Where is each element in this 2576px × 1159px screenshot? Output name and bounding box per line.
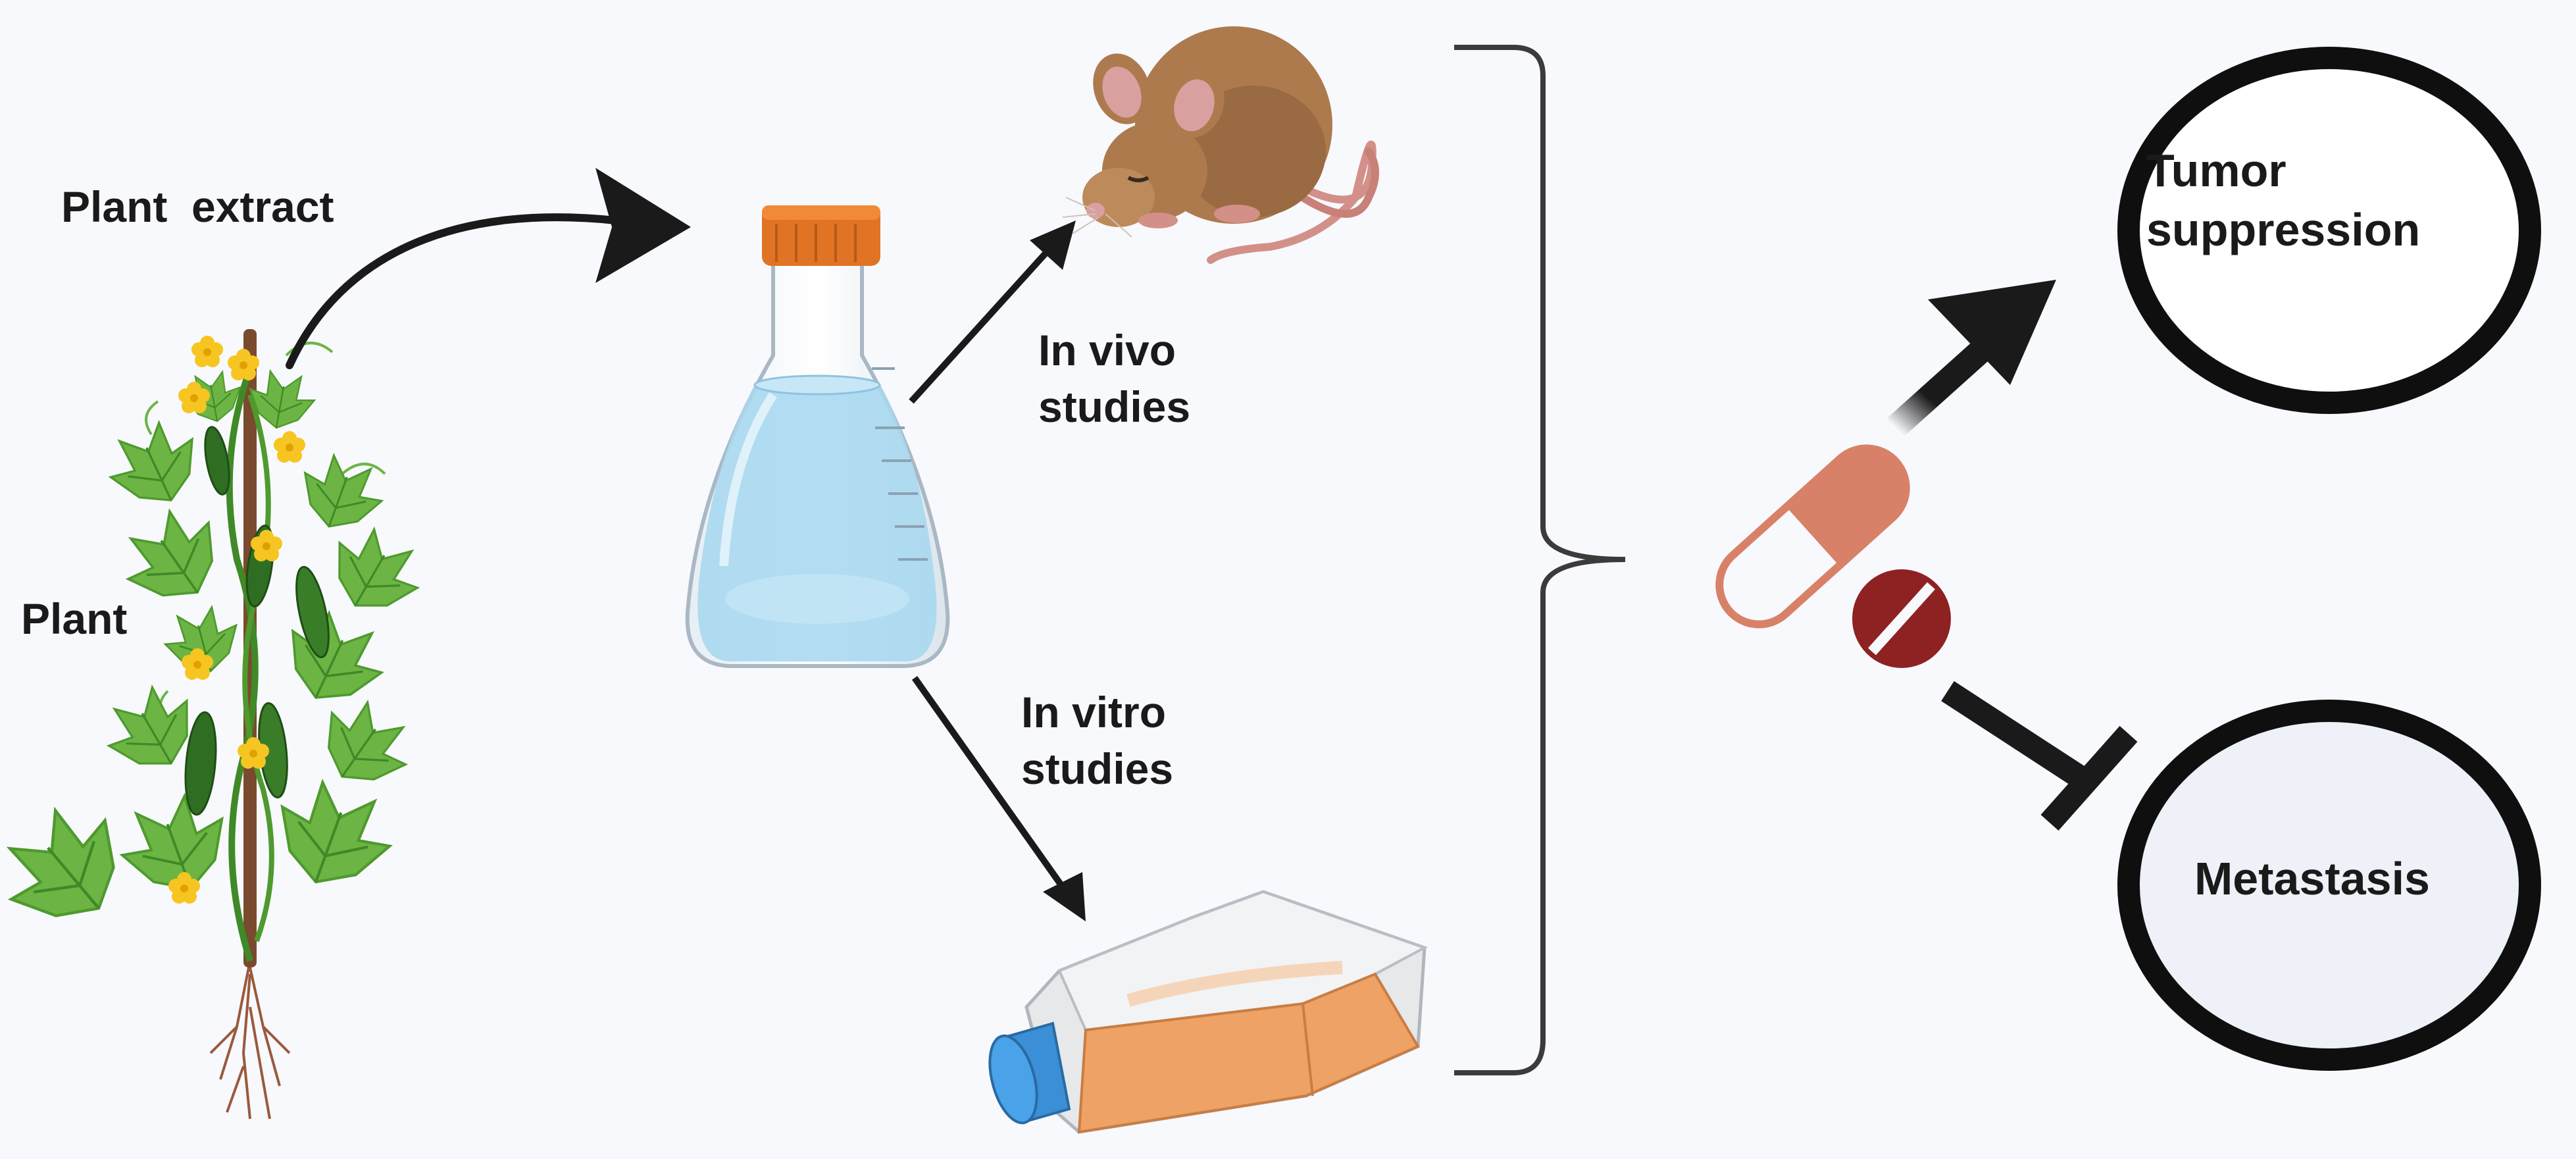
tumor-suppression-label-line-1: Tumor [2146,145,2286,196]
metastasis-label: Metastasis [2194,853,2430,904]
metastasis-node [2117,700,2541,1071]
in-vivo-arrow [909,220,1076,404]
plant-label: Plant [21,594,128,643]
in-vitro-label: In vitro studies [1021,684,1173,798]
inhibits-arrow [1941,681,2138,831]
capsule-pill-icon [1715,444,1910,629]
in-vitro-arrow [911,676,1086,921]
in-vivo-label-line-1: In vivo [1038,326,1176,374]
extract-arrow [286,168,691,369]
in-vitro-label-line-2: studies [1021,744,1174,793]
in-vivo-label: In vivo studies [1038,322,1190,436]
tumor-suppression-label: Tumor suppression [2146,142,2420,259]
curly-brace [1454,45,1626,1075]
in-vitro-label-line-1: In vitro [1021,688,1167,736]
erlenmeyer-flask-icon [685,205,950,668]
in-vivo-label-line-2: studies [1038,382,1191,431]
tumor-suppression-label-line-2: suppression [2146,203,2421,255]
tumor-suppression-node [2117,47,2541,414]
mouse-icon [1062,26,1379,264]
tablet-pill-icon [1852,569,1951,668]
plant-extract-label: Plant extract [61,182,334,231]
cell-culture-flask-icon [988,890,1428,1134]
cucumber-plant-icon [0,329,433,1120]
promotes-arrow [1886,280,2056,438]
